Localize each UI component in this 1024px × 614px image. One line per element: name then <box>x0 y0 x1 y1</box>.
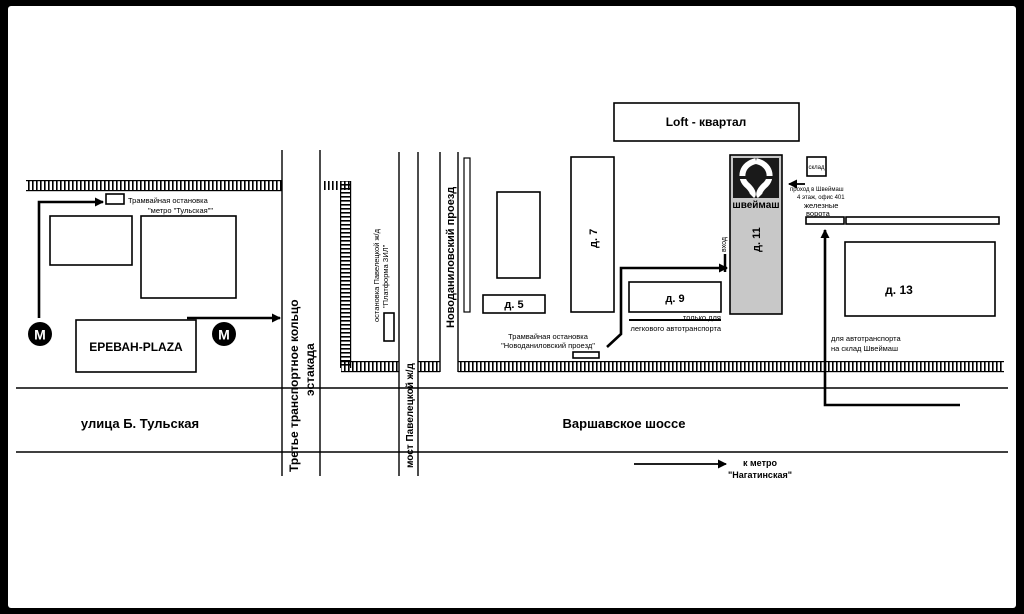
warehouse-label: склад <box>808 165 825 171</box>
d9-label: д. 9 <box>665 293 684 305</box>
tram-stop-novo-label-2: "Новоданиловский проезд" <box>501 341 595 350</box>
street-tulskaya-label: улица Б. Тульская <box>81 416 199 431</box>
entrance-label: вход <box>721 237 728 252</box>
erevan-plaza-label: ЕРЕВАН-PLAZA <box>89 340 183 354</box>
fence-strip <box>463 157 471 313</box>
trucks-label-2: на склад Швеймаш <box>831 344 898 353</box>
pavelets-stop-label: остановка Павелецкой ж/д <box>372 228 381 322</box>
gates-label-2: ворота <box>806 209 831 218</box>
roads <box>16 150 1008 476</box>
pass-label: проход в Швеймаш <box>790 186 844 193</box>
estakada-label: эстакада <box>303 343 317 396</box>
metro-icon: М <box>212 322 236 346</box>
trucks-label: для автотранспорта <box>831 334 902 343</box>
tram-tracks <box>26 180 1004 373</box>
metro-icon: М <box>28 322 52 346</box>
street-varshavskoe-label: Варшавское шоссе <box>563 416 686 431</box>
ttk-label: Третье транспортное кольцо <box>287 299 301 472</box>
to-metro-label-2: "Нагатинская" <box>728 470 792 480</box>
d7-label: д. 7 <box>588 229 600 248</box>
route-arrows <box>37 179 960 469</box>
tram-stop-tulskaya-label: Трамвайная остановка <box>128 196 209 205</box>
buildings <box>49 102 1000 373</box>
novodanilovsky-label: Новоданиловский проезд <box>445 187 457 328</box>
only-cars-label: только для <box>683 313 721 322</box>
to-metro-label: к метро <box>743 458 777 468</box>
pass-label-2: 4 этаж, офис 401 <box>797 195 845 201</box>
tram-stop-novo-label: Трамвайная остановка <box>508 332 589 341</box>
map-labels: Loft - квартал Трамвайная остановка "мет… <box>81 115 913 480</box>
svg-text:М: М <box>34 327 46 343</box>
d11-label: д. 11 <box>751 227 763 252</box>
bridge-label: мост Павелецкой ж/д <box>405 362 416 468</box>
shveymash-logo-icon <box>733 158 779 199</box>
pavelets-stop-label-2: "Платформа ЗИЛ" <box>381 244 390 308</box>
gates-label: железные <box>804 201 838 210</box>
d13-label: д. 13 <box>885 283 913 297</box>
svg-text:М: М <box>218 327 230 343</box>
tram-stop-tulskaya-label-2: "метро "Тульская"" <box>148 206 213 215</box>
only-cars-label-2: легкового автотранспорта <box>631 324 722 333</box>
loft-label: Loft - квартал <box>666 115 747 129</box>
d5-label: д. 5 <box>504 299 523 311</box>
brand-label: швеймаш <box>732 200 779 211</box>
